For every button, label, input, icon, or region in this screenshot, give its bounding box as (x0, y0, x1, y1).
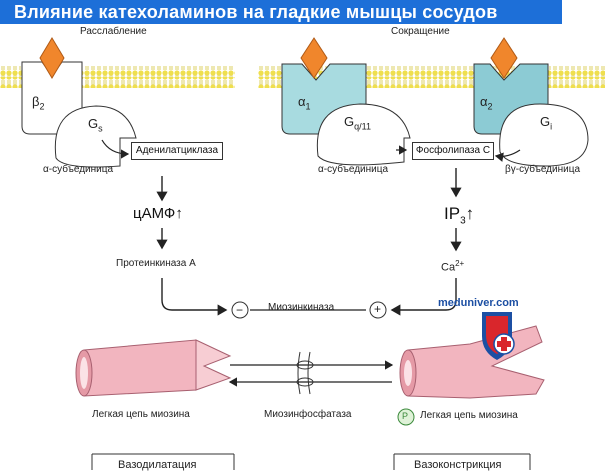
phospho-label: P (402, 411, 409, 421)
activate-sign (369, 301, 387, 319)
membrane-break (296, 351, 314, 395)
left-alpha-subunit-label: α-субъединица (43, 164, 114, 175)
calcium-label: Ca2+ (441, 259, 465, 274)
bg-subunit-label: βγ-субъединица (505, 164, 580, 175)
right-chain-label: Легкая цепь миозина (420, 410, 518, 421)
right-membrane (258, 66, 605, 88)
adenylate-cyclase-box: Аденилатциклаза (131, 142, 223, 160)
right-heading: Сокращение (391, 26, 450, 37)
gi-protein (499, 103, 589, 167)
inhibit-sign-text: − (236, 303, 244, 317)
inhibit-sign (231, 301, 249, 319)
right-ligand-2 (490, 37, 518, 79)
vessel-left (75, 339, 232, 397)
right-alpha-subunit-label: α-субъединица (318, 164, 389, 175)
vessel-right (399, 325, 545, 399)
gi-label: Gi (540, 114, 553, 132)
page-title: Влияние катехоламинов на гладкие мышцы с… (0, 0, 562, 24)
left-ligand (39, 37, 65, 79)
myosin-kinase-label: Миозинкиназа (268, 302, 335, 313)
myosin-phosphatase-label: Миозинфосфатаза (264, 409, 352, 420)
gs-label: Gs (88, 116, 103, 134)
vasodilation-label: Вазодилатация (118, 459, 197, 471)
alpha2-label: α2 (480, 94, 493, 112)
left-heading: Расслабление (80, 26, 147, 37)
gq-protein (316, 103, 411, 166)
right-ligand-1 (300, 37, 328, 79)
protein-kinase-a-label: Протеинкиназа A (116, 258, 196, 269)
activate-sign-text: + (374, 302, 382, 316)
gq-label: Gq/11 (344, 114, 371, 132)
vasoconstriction-label: Вазоконстрикция (414, 459, 502, 471)
watermark-shield-icon (482, 312, 515, 360)
alpha1-label: α1 (298, 94, 311, 112)
watermark-text: meduniver.com (438, 297, 519, 309)
phospho-marker (397, 408, 415, 426)
ip3-label: IP3↑ (444, 204, 475, 227)
left-chain-label: Легкая цепь миозина (92, 409, 190, 420)
phospholipase-c-box: Фосфолипаза C (412, 142, 494, 160)
left-membrane (0, 66, 235, 88)
camp-label: цАМФ↑ (133, 205, 183, 222)
beta2-label: β2 (32, 94, 45, 112)
